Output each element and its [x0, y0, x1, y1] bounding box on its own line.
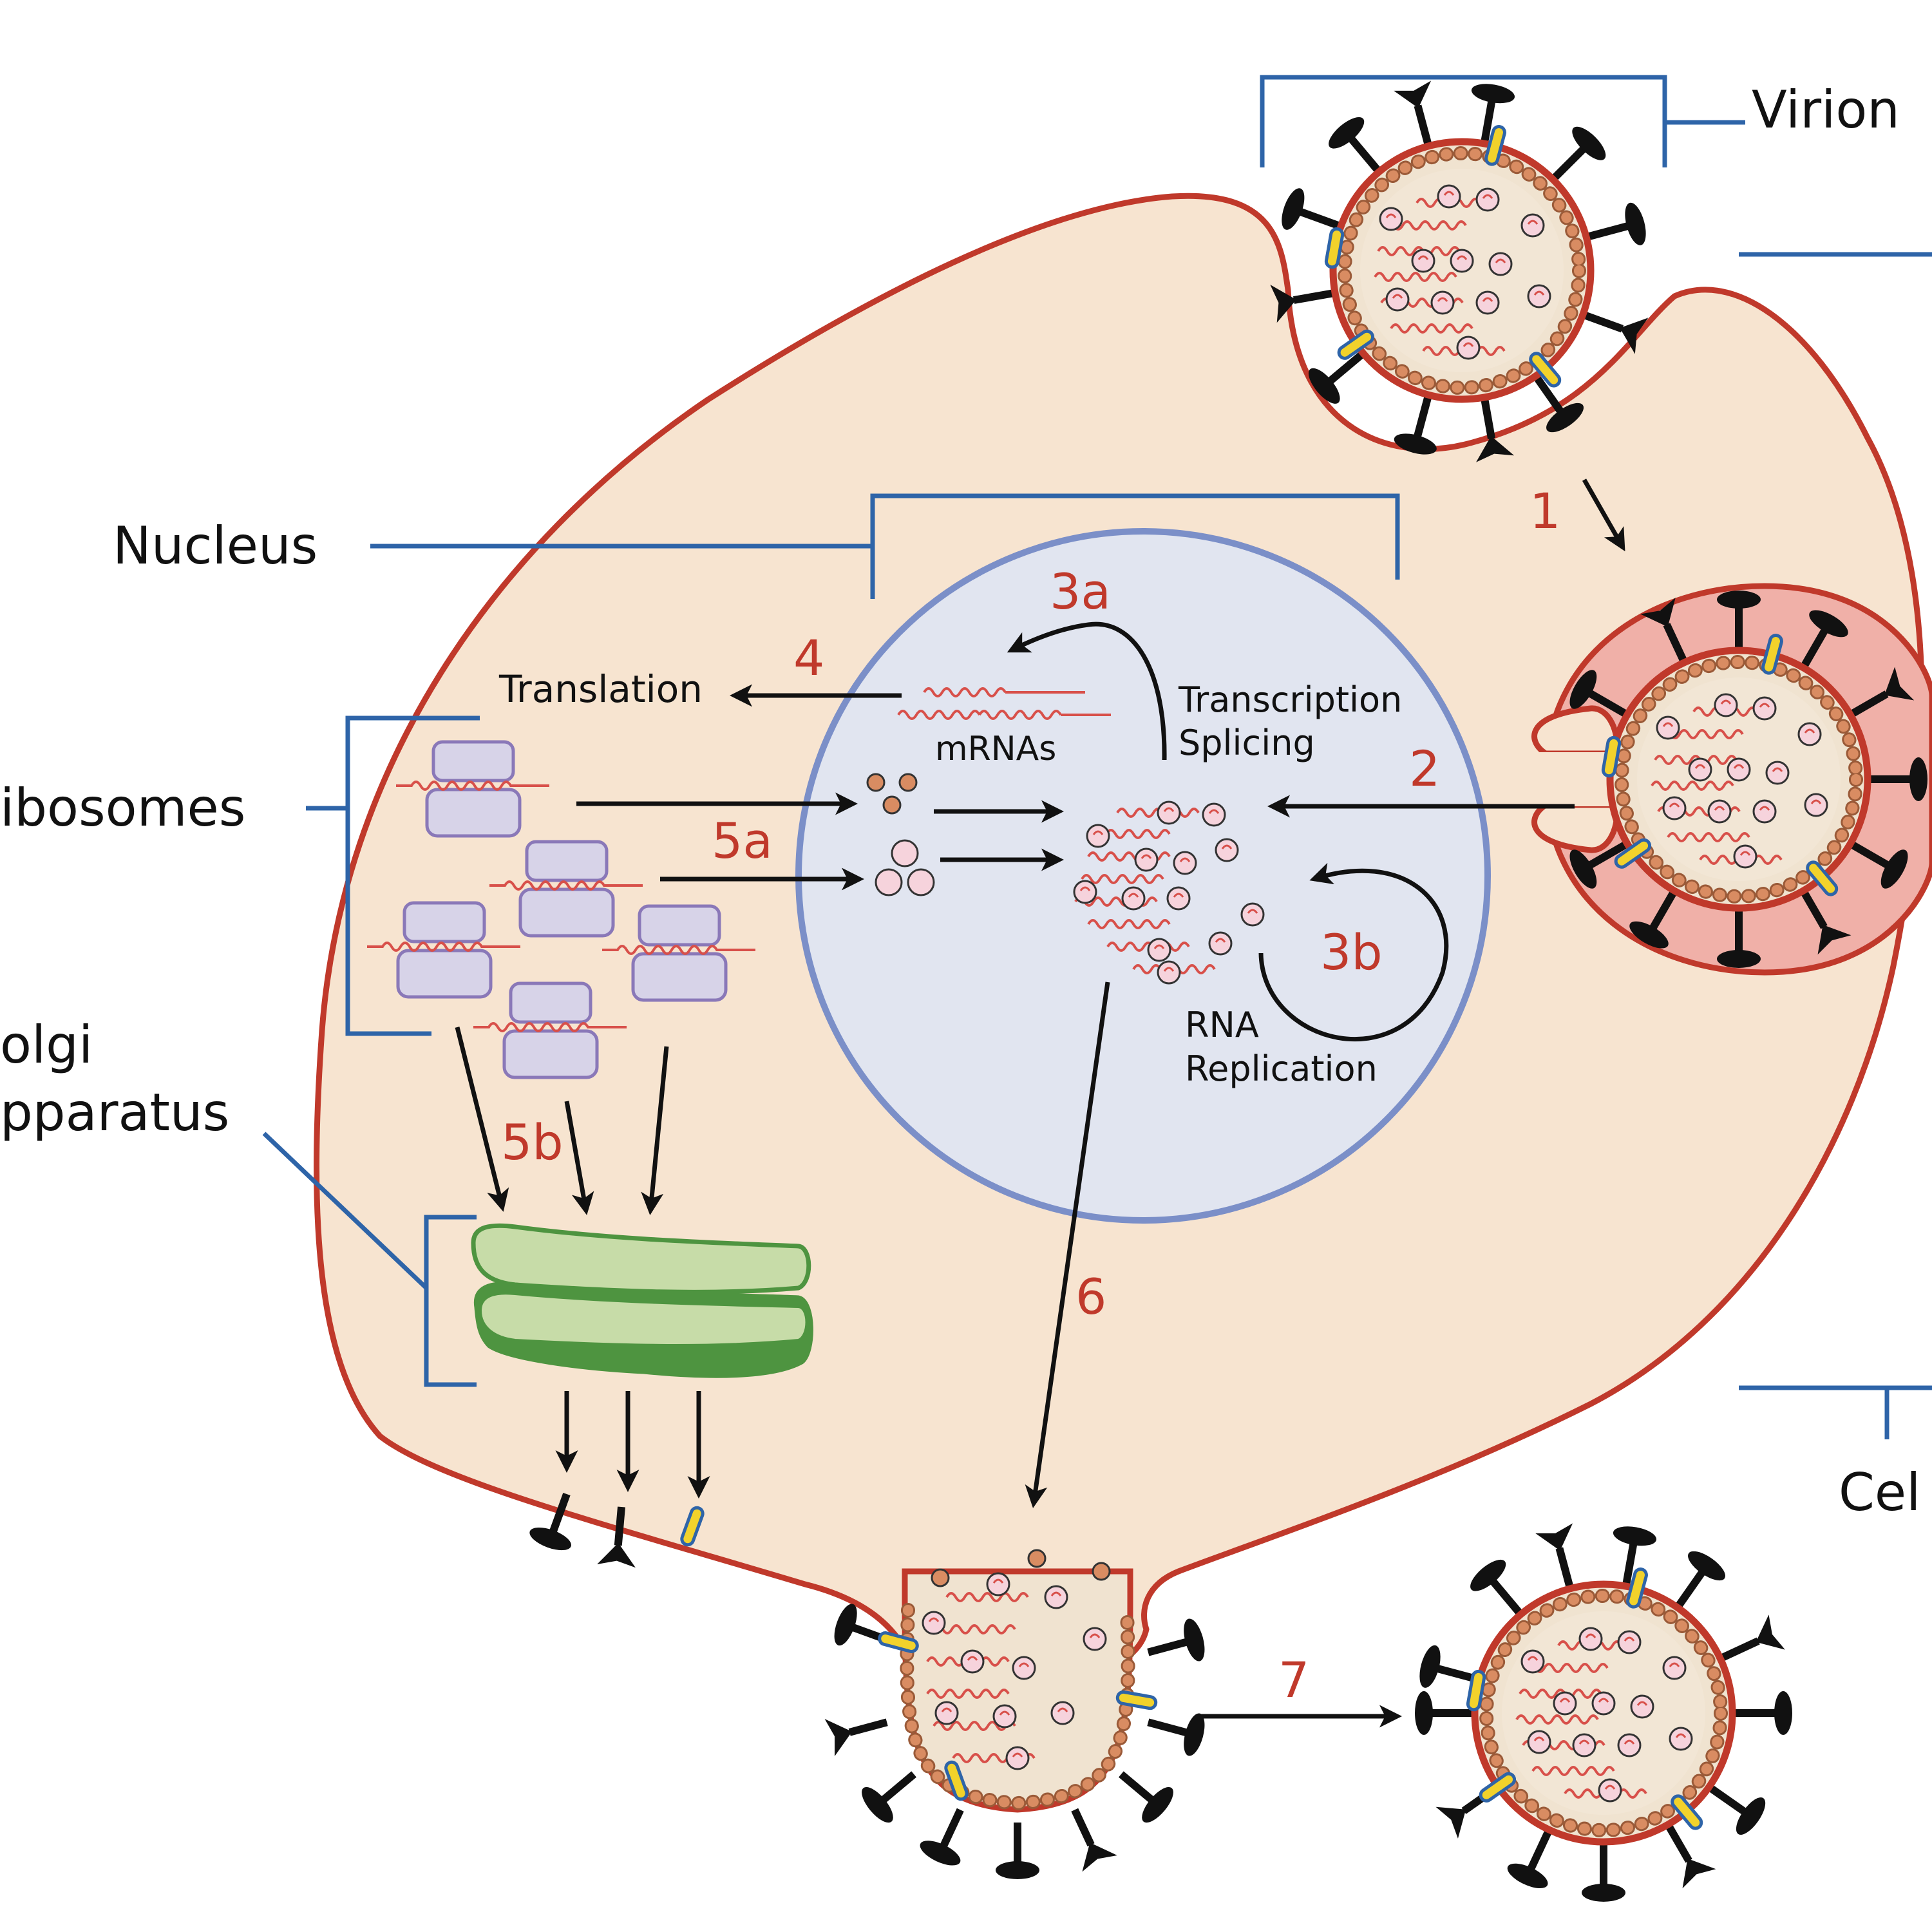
step-5a-label: 5a: [712, 812, 773, 869]
replication-label: Replication: [1185, 1048, 1378, 1089]
membrane-proteins: [527, 1486, 705, 1567]
mrnas-label: mRNAs: [935, 730, 1056, 768]
splicing-label: Splicing: [1179, 723, 1315, 763]
arrow-step-5b-left: [455, 1027, 509, 1212]
step-7-label: 7: [1278, 1651, 1309, 1709]
transcription-label: Transcription: [1178, 679, 1402, 720]
mrna-strands: [897, 687, 1111, 720]
capsid-proteins: [866, 773, 918, 815]
nucleus-bracket: [370, 493, 1400, 599]
cell-bracket-bottom: [1739, 1385, 1932, 1439]
virion-bracket: [1260, 75, 1745, 167]
step-2-label: 2: [1409, 740, 1440, 797]
released-virion: [1415, 1523, 1792, 1902]
golgi-label-line2: pparatus: [0, 1083, 229, 1142]
golgi-bracket: [262, 1132, 477, 1387]
arrow-step-6: [1025, 981, 1110, 1508]
rna-label: RNA: [1185, 1005, 1259, 1045]
arrow-step-3a: [1007, 621, 1167, 761]
virion-label: Virion: [1752, 80, 1900, 140]
step-3a-label: 3a: [1050, 563, 1111, 620]
arrow-step-3b: [1258, 862, 1449, 1042]
cell-label: Cel: [1839, 1463, 1920, 1522]
golgi-label-line1: olgi: [0, 1015, 93, 1075]
step-3b-label: 3b: [1320, 923, 1383, 981]
step-6-label: 6: [1075, 1268, 1106, 1325]
arrow-step-5b-center: [564, 1101, 594, 1215]
translation-label: Translation: [498, 667, 703, 711]
step-4-label: 4: [793, 629, 824, 687]
ribosomes-bracket: [306, 715, 480, 1036]
budding-virion: [825, 1549, 1209, 1879]
enzyme-proteins: [875, 839, 935, 896]
nucleus-label: Nucleus: [113, 516, 317, 576]
step-1-label: 1: [1530, 482, 1560, 540]
golgi-apparatus: [471, 1223, 813, 1378]
arrow-step-1: [1582, 478, 1625, 552]
step-5b-label: 5b: [501, 1113, 564, 1171]
fusing-virion: [1531, 583, 1932, 976]
arrow-step-5b-right: [641, 1046, 669, 1215]
ribosomes-label: ibosomes: [0, 778, 245, 838]
